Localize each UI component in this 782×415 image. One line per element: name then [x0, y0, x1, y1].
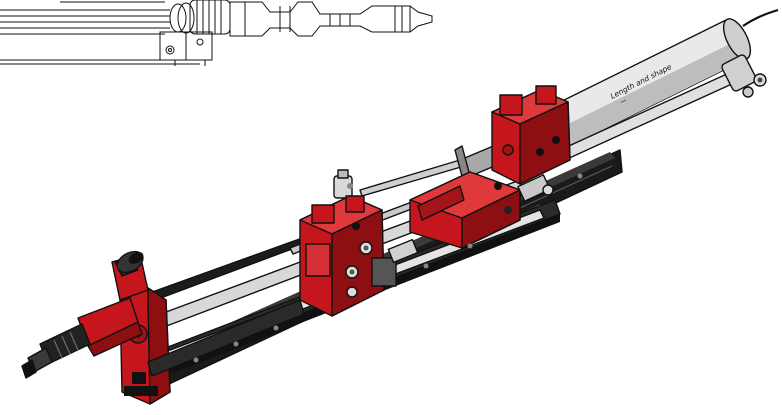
front-carriage — [299, 195, 419, 317]
front-tool-head — [21, 250, 305, 405]
rear-clamp-block — [491, 85, 571, 185]
cylinder-label-line2: — — [619, 96, 629, 106]
rail-fasteners — [193, 173, 583, 363]
middle-clamp-sled — [409, 171, 554, 249]
valve-fitting — [333, 169, 353, 199]
technical-line-drawing — [0, 0, 433, 66]
